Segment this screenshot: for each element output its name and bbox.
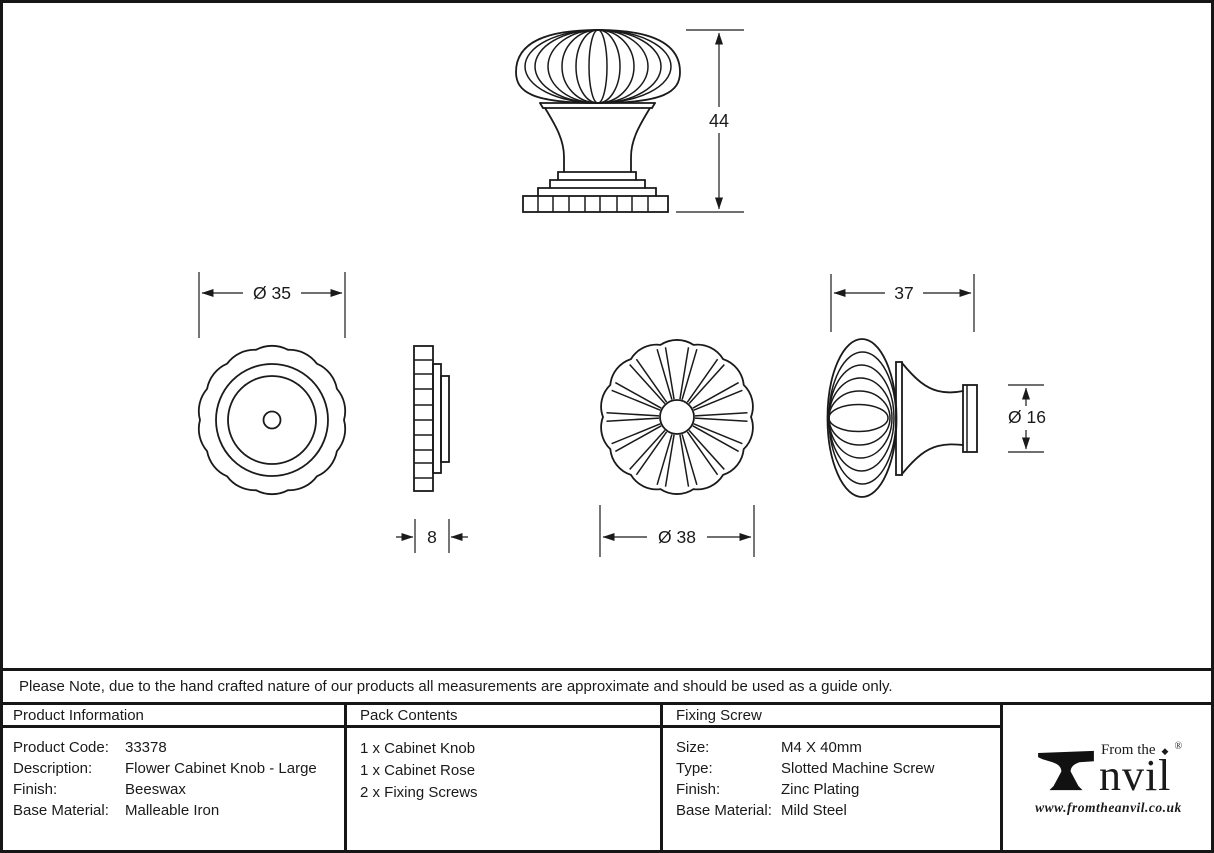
dim-label-knob-height: 44 <box>709 111 729 131</box>
dimension-knob-depth: 37 <box>830 274 975 332</box>
brand-logo-cell: From the ◆ ® nvil www.fromtheanvil.co.uk <box>1003 705 1214 853</box>
product-information-column: Product Information Product Code: 33378 … <box>0 705 347 853</box>
spec-row-screw-finish: Finish: Zinc Plating <box>676 779 1000 800</box>
spec-value: Zinc Plating <box>781 781 860 798</box>
spec-value: Flower Cabinet Knob - Large <box>125 760 317 777</box>
pack-item: 2 x Fixing Screws <box>360 783 478 801</box>
anvil-icon <box>1038 750 1094 790</box>
spec-row-finish: Finish: Beeswax <box>13 779 344 800</box>
dim-label-knob-face-diameter: Ø 38 <box>658 527 696 547</box>
fixing-screw-column: Fixing Screw Size: M4 X 40mm Type: Slott… <box>663 705 1003 853</box>
view-knob-front-elevation <box>515 29 681 213</box>
dimension-base-diameter: Ø 16 <box>1002 384 1052 453</box>
spec-label: Type: <box>676 760 713 777</box>
spec-table: Product Information Product Code: 33378 … <box>0 705 1214 853</box>
brand-logo: From the ◆ ® nvil www.fromtheanvil.co.uk <box>1035 741 1183 815</box>
spec-label: Finish: <box>676 781 721 798</box>
logo-url: www.fromtheanvil.co.uk <box>1035 799 1182 815</box>
view-knob-face <box>600 339 754 495</box>
dimension-knob-face-diameter: Ø 38 <box>599 505 755 557</box>
spec-value: Mild Steel <box>781 802 847 819</box>
dimension-rose-depth: 8 <box>396 519 468 553</box>
spec-row-size: Size: M4 X 40mm <box>676 737 1000 758</box>
spec-row-screw-base-material: Base Material: Mild Steel <box>676 800 1000 821</box>
technical-drawings: 44 Ø 35 <box>197 29 1052 557</box>
product-information-body: Product Code: 33378 Description: Flower … <box>0 728 344 821</box>
view-rose-face <box>197 344 347 496</box>
product-information-header: Product Information <box>0 705 344 728</box>
pack-contents-header: Pack Contents <box>347 705 660 728</box>
dim-label-knob-depth: 37 <box>894 283 913 303</box>
spec-value: M4 X 40mm <box>781 739 862 756</box>
spec-label: Product Code: <box>13 739 109 756</box>
spec-label: Base Material: <box>13 802 109 819</box>
note-text: Please Note, due to the hand crafted nat… <box>19 678 893 695</box>
dimension-rose-diameter: Ø 35 <box>198 272 346 338</box>
spec-value: Beeswax <box>125 781 186 798</box>
spec-row-base-material: Base Material: Malleable Iron <box>13 800 344 821</box>
pack-item: 1 x Cabinet Knob <box>360 739 476 757</box>
spec-label: Size: <box>676 739 710 756</box>
note-band: Please Note, due to the hand crafted nat… <box>0 668 1214 705</box>
dim-label-rose-depth: 8 <box>427 527 437 547</box>
spec-row-product-code: Product Code: 33378 <box>13 737 344 758</box>
view-rose-side-profile <box>413 345 450 492</box>
diamond-icon: ◆ <box>1161 746 1169 757</box>
pack-contents-body: 1 x Cabinet Knob 1 x Cabinet Rose 2 x Fi… <box>347 728 660 803</box>
logo-prefix-line: From the ◆ ® <box>1100 741 1183 759</box>
dim-label-rose-diameter: Ø 35 <box>253 283 291 303</box>
view-knob-side-elevation <box>826 338 978 498</box>
logo-prefix: From the <box>1100 742 1156 759</box>
registered-mark: ® <box>1174 741 1183 753</box>
spec-label: Base Material: <box>676 802 772 819</box>
spec-row-description: Description: Flower Cabinet Knob - Large <box>13 758 344 779</box>
spec-label: Finish: <box>13 781 58 798</box>
spec-value: Malleable Iron <box>125 802 220 819</box>
dim-label-base-diameter: Ø 16 <box>1008 407 1046 427</box>
pack-item: 1 x Cabinet Rose <box>360 761 476 779</box>
fixing-screw-header: Fixing Screw <box>663 705 1000 728</box>
spec-value: 33378 <box>125 739 167 756</box>
spec-row-type: Type: Slotted Machine Screw <box>676 758 1000 779</box>
spec-label: Description: <box>13 760 93 777</box>
spec-value: Slotted Machine Screw <box>781 760 935 777</box>
brand-wordmark: nvil <box>1098 751 1172 801</box>
fixing-screw-body: Size: M4 X 40mm Type: Slotted Machine Sc… <box>663 728 1000 821</box>
dimension-knob-height: 44 <box>676 29 744 213</box>
pack-contents-column: Pack Contents 1 x Cabinet Knob 1 x Cabin… <box>347 705 663 853</box>
